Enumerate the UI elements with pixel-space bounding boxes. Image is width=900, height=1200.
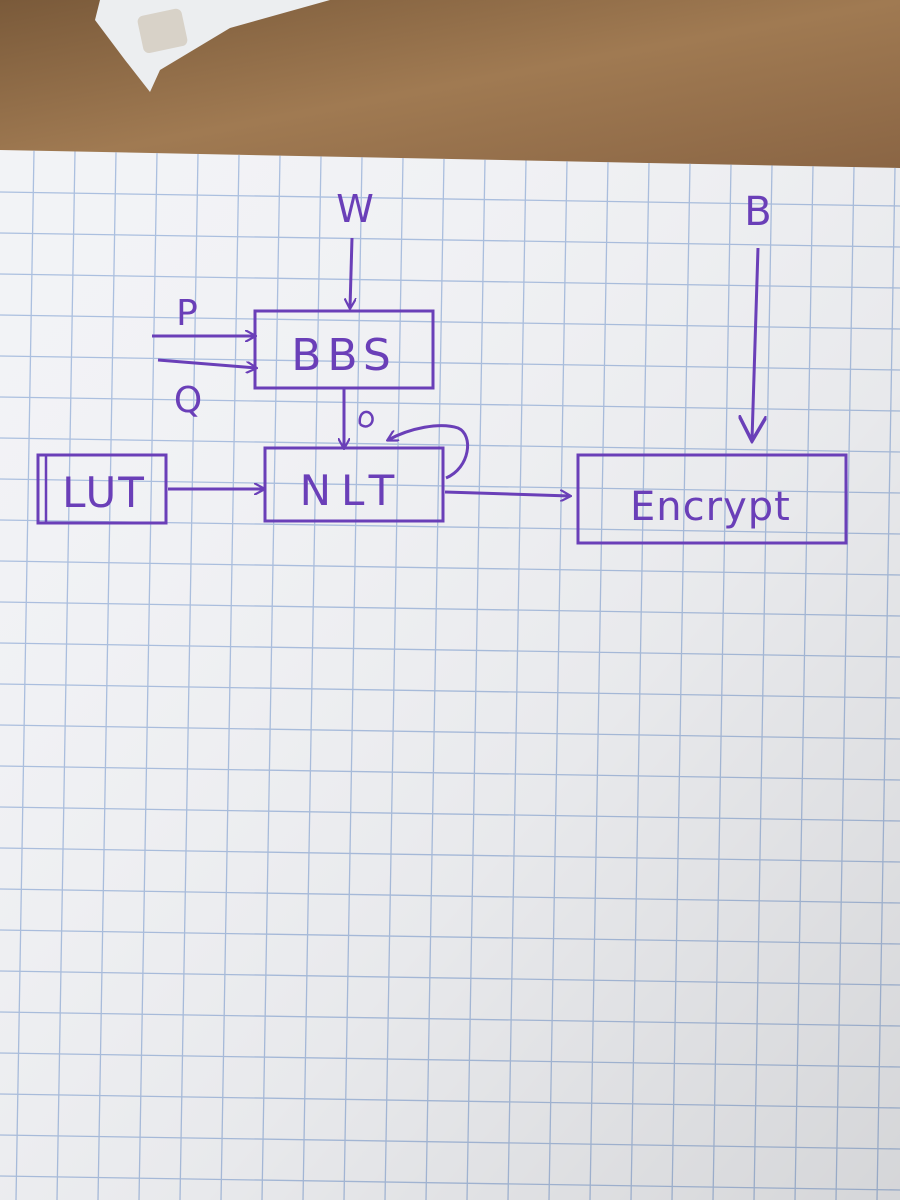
encrypt-label: Encrypt — [630, 484, 791, 530]
nlt-feedback-loop — [388, 424, 469, 480]
tick-mark — [358, 410, 374, 428]
b-arrow — [752, 247, 758, 440]
p-label: P — [176, 293, 198, 334]
paper-scrap-hole — [137, 8, 188, 54]
w-arrow — [350, 237, 352, 308]
nlt-to-encrypt-arrow — [444, 492, 570, 496]
lut-label: LUT — [62, 468, 146, 517]
b-label: B — [744, 189, 771, 235]
w-label: W — [336, 187, 374, 231]
grid-paper — [0, 150, 900, 1200]
q-arrow — [157, 358, 256, 368]
q-label: Q — [174, 380, 202, 421]
nlt-label: NLT — [300, 466, 405, 515]
lut-box — [36, 453, 168, 525]
bbs-label: BBS — [291, 330, 397, 381]
encrypt-box — [576, 453, 848, 545]
